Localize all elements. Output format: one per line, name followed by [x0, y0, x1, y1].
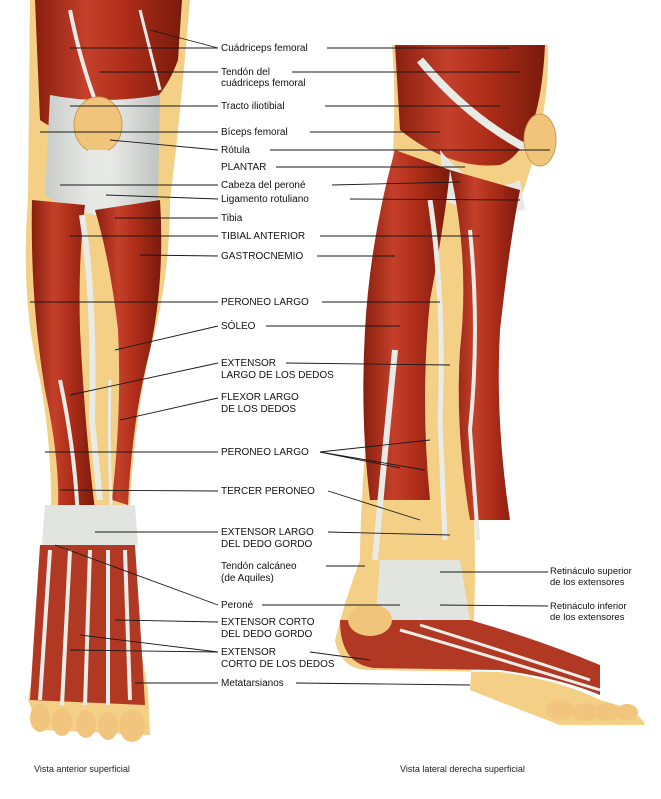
label-retinaculo-superior: Retináculo superior de los extensores	[550, 566, 660, 588]
label-tendon-calcaneo-1: Tendón calcáneo	[221, 561, 297, 572]
label-soleo: SÓLEO	[221, 321, 256, 332]
label-rotula: Rótula	[221, 145, 250, 156]
label-tendon-cuadriceps-2: cuádriceps femoral	[221, 78, 306, 89]
label-tercer-peroneo: TERCER PERONEO	[221, 486, 315, 497]
label-extensor-largo-dedo-gordo-2: DEL DEDO GORDO	[221, 539, 313, 550]
label-ligamento-rotuliano: Ligamento rotuliano	[221, 194, 309, 205]
label-retinaculo-superior-1: Retináculo superior	[550, 566, 632, 577]
label-flexor-largo-dedos-1: FLEXOR LARGO	[221, 392, 299, 403]
label-plantar: PLANTAR	[221, 162, 267, 173]
label-extensor-corto-dedo-gordo-2: DEL DEDO GORDO	[221, 629, 313, 640]
label-retinaculo-inferior: Retináculo inferior de los extensores	[550, 601, 660, 623]
label-gastrocnemio: GASTROCNEMIO	[221, 251, 304, 262]
label-retinaculo-superior-2: de los extensores	[550, 577, 625, 588]
label-cabeza-perone: Cabeza del peroné	[221, 180, 306, 191]
label-extensor-largo-dedo-gordo-1: EXTENSOR LARGO	[221, 527, 314, 538]
label-extensor-corto-dedo-gordo-1: EXTENSOR CORTO	[221, 617, 315, 628]
right-leg-lateral	[335, 45, 645, 725]
label-flexor-largo-dedos-2: DE LOS DEDOS	[221, 404, 297, 415]
label-extensor-largo-dedos-1: EXTENSOR	[221, 358, 277, 369]
label-retinaculo-inferior-1: Retináculo inferior	[550, 601, 627, 612]
caption-anterior-view: Vista anterior superficial	[34, 764, 130, 774]
label-perone: Peroné	[221, 600, 254, 611]
leader-lines	[30, 29, 550, 686]
label-biceps-femoral: Bíceps femoral	[221, 127, 288, 138]
caption-lateral-view: Vista lateral derecha superficial	[400, 764, 525, 774]
label-extensor-corto-dedos-2: CORTO DE LOS DEDOS	[221, 659, 335, 670]
label-peroneo-largo: PERONEO LARGO	[221, 297, 309, 308]
left-leg-anterior	[25, 0, 191, 742]
label-tendon-calcaneo-2: (de Aquiles)	[221, 573, 274, 584]
label-retinaculo-inferior-2: de los extensores	[550, 612, 625, 623]
label-extensor-corto-dedos-1: EXTENSOR	[221, 647, 277, 658]
label-peroneo-largo-2: PERONEO LARGO	[221, 447, 309, 458]
label-extensor-largo-dedos-2: LARGO DE LOS DEDOS	[221, 370, 334, 381]
label-tibial-anterior: TIBIAL ANTERIOR	[221, 231, 306, 242]
label-metatarsianos: Metatarsianos	[221, 678, 284, 689]
label-tendon-cuadriceps-1: Tendón del	[221, 67, 270, 78]
label-tibia: Tibia	[221, 213, 243, 224]
label-cuadriceps-femoral: Cuádriceps femoral	[221, 43, 308, 54]
label-tracto-iliotibial: Tracto iliotibial	[221, 101, 285, 112]
